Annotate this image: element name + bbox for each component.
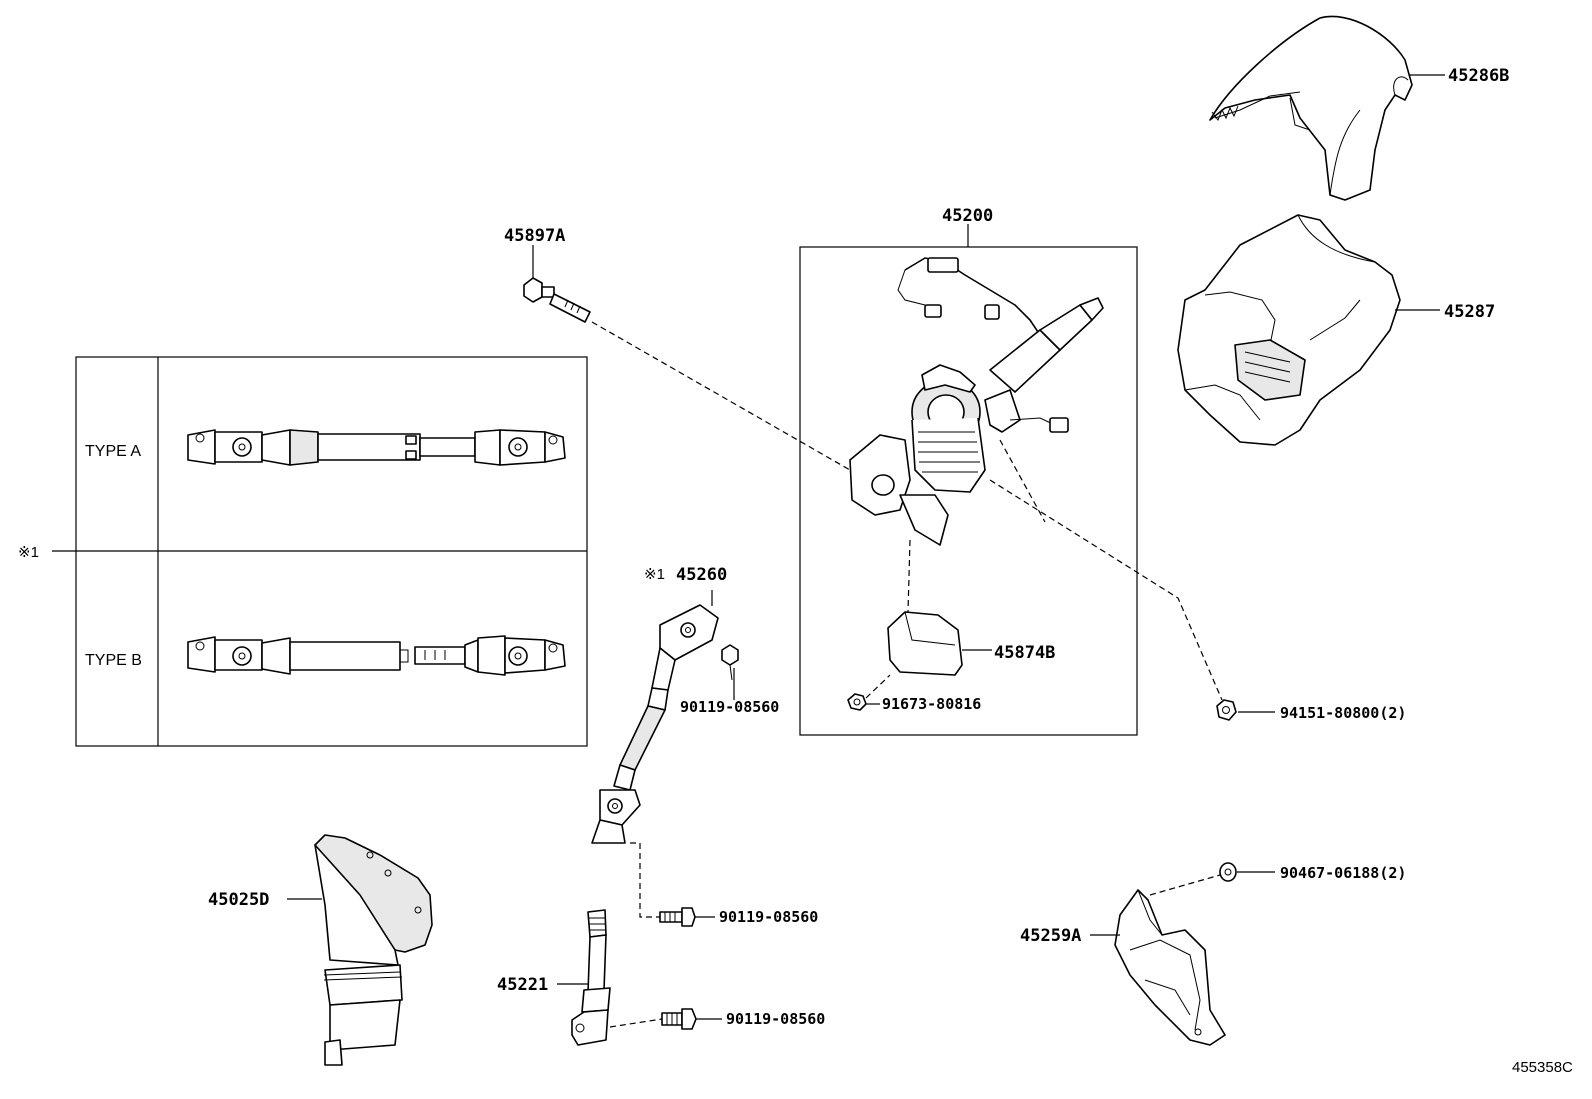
label-90119-a: 90119-08560 <box>680 698 779 716</box>
label-45897a: 45897A <box>504 226 565 246</box>
label-45259a: 45259A <box>1020 926 1081 946</box>
steering-boot-45025d <box>314 834 433 1066</box>
dash-94151-b <box>999 439 1046 523</box>
dash-90467 <box>1149 874 1221 896</box>
label-90119-b: 90119-08560 <box>719 908 818 926</box>
label-45025d: 45025D <box>208 890 269 910</box>
bolt-91673 <box>847 693 867 711</box>
lower-shaft-45221 <box>571 909 611 1046</box>
column-cover-45874b <box>887 611 963 676</box>
label-45260-mark: ※1 <box>644 566 665 583</box>
label-90467: 90467-06188(2) <box>1280 864 1406 882</box>
bolt-45897a <box>523 277 591 323</box>
shaft-type-inset: TYPE A TYPE B <box>75 356 588 747</box>
lower-column-cover <box>1177 214 1401 446</box>
intermediate-shaft-45260 <box>591 604 719 844</box>
label-90119-c: 90119-08560 <box>726 1010 825 1028</box>
dash-45874b <box>907 539 911 613</box>
figure-reference: 455358C <box>1512 1059 1573 1076</box>
label-94151: 94151-80800(2) <box>1280 704 1406 722</box>
label-45260: 45260 <box>676 565 727 585</box>
label-45221: 45221 <box>497 975 548 995</box>
dash-90119-c <box>609 1018 663 1028</box>
label-45287: 45287 <box>1444 302 1495 322</box>
label-45286b: 45286B <box>1448 66 1509 86</box>
intermediate-shaft-type-b <box>187 635 566 676</box>
dash-94151 <box>989 479 1223 701</box>
clip-90467 <box>1219 862 1237 882</box>
bolt-90119-b <box>659 907 696 927</box>
dash-91673 <box>865 674 891 699</box>
callout-mark-1: ※1 <box>18 544 39 561</box>
dash-45897a <box>591 321 851 471</box>
upper-column-cover <box>1209 15 1413 201</box>
label-type-b: TYPE B <box>85 652 142 669</box>
dash-90119-b <box>630 842 660 918</box>
bolt-90119-c <box>661 1008 697 1030</box>
bolt-90119-a <box>721 644 739 681</box>
bracket-45259a <box>1114 889 1226 1046</box>
label-45200: 45200 <box>942 206 993 226</box>
nut-94151 <box>1216 699 1237 721</box>
label-91673: 91673-80816 <box>882 695 981 713</box>
label-type-a: TYPE A <box>85 443 141 460</box>
intermediate-shaft-type-a <box>187 429 566 466</box>
label-45874b: 45874B <box>994 643 1055 663</box>
steering-column-assembly <box>849 257 1104 546</box>
